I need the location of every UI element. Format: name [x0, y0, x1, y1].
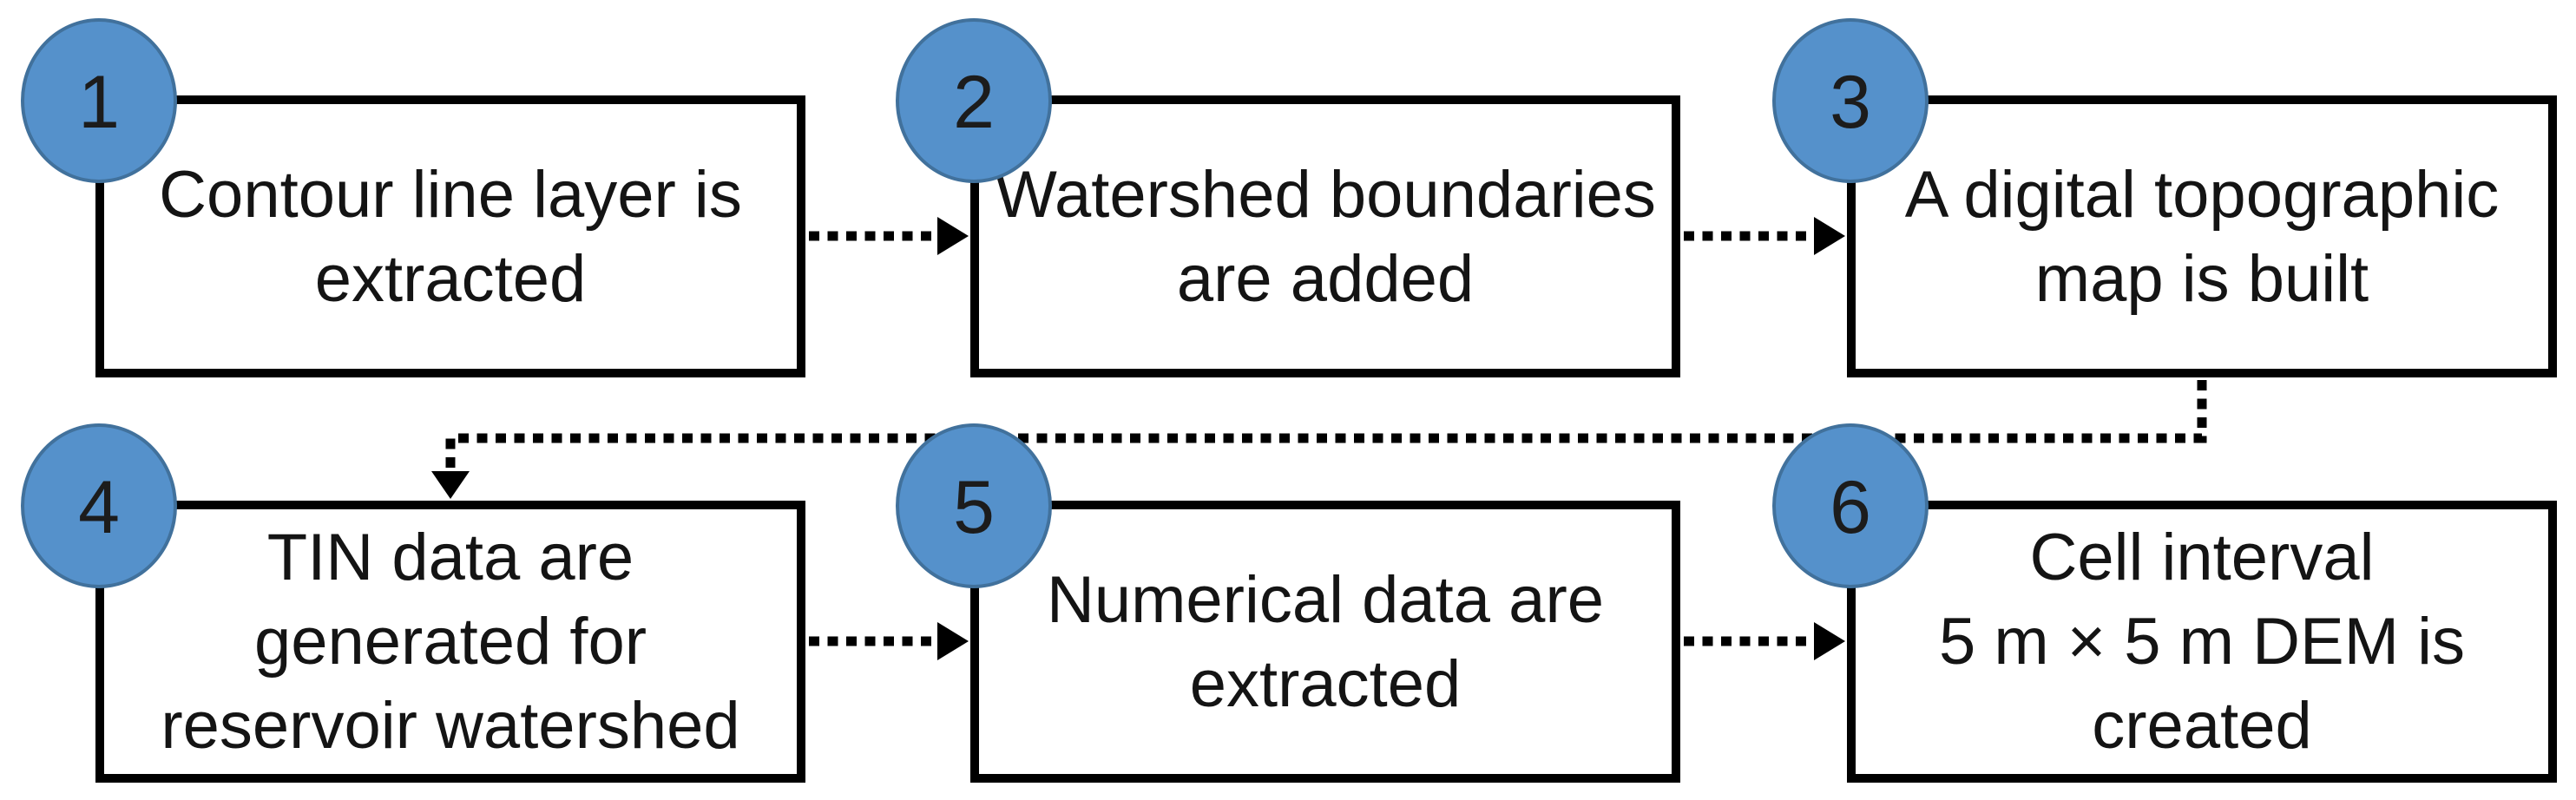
elbow-connector-3-4 [431, 380, 2207, 499]
step-number: 3 [1830, 61, 1871, 144]
flow-arrow-1-2 [809, 217, 969, 255]
step-box-4: TIN data are generated for reservoir wat… [95, 501, 805, 783]
flow-arrow-2-3 [1684, 217, 1845, 255]
step-1-text-line: extracted [314, 241, 587, 316]
arrowhead-right-icon [1814, 622, 1845, 660]
step-5-text-line: Numerical data are [1046, 562, 1605, 637]
step-6-text-line: created [2092, 689, 2312, 763]
step-6-text-line: 5 m × 5 m DEM is [1939, 605, 2465, 679]
step-1-text-line: Contour line layer is [159, 157, 742, 232]
step-4-text-line: reservoir watershed [161, 689, 740, 763]
arrowhead-right-icon [937, 217, 969, 255]
step-number: 6 [1830, 466, 1871, 549]
step-number: 1 [78, 61, 120, 144]
step-number-badge-6: 6 [1772, 423, 1929, 588]
step-4-text-line: generated for [253, 605, 647, 679]
step-box-1: Contour line layer is extracted [95, 95, 805, 377]
step-3-text-line: A digital topographic [1904, 157, 2500, 232]
step-5-text-line: extracted [1189, 646, 1462, 721]
step-number-badge-3: 3 [1772, 18, 1929, 183]
step-2-text-line: are added [1176, 241, 1475, 316]
flow-arrow-5-6 [1684, 622, 1845, 660]
step-4-text-line: TIN data are [266, 521, 634, 594]
arrowhead-right-icon [1814, 217, 1845, 255]
step-number: 4 [78, 466, 120, 549]
step-box-3: A digital topographic map is built [1847, 95, 2557, 377]
arrowhead-right-icon [937, 622, 969, 660]
step-number-badge-4: 4 [21, 423, 177, 588]
step-number-badge-1: 1 [21, 18, 177, 183]
step-6-text-line: Cell interval [2029, 521, 2375, 594]
step-box-5: Numerical data are extracted [970, 501, 1680, 783]
step-number-badge-5: 5 [896, 423, 1052, 588]
step-number: 5 [953, 466, 995, 549]
step-2-text-line: Watershed boundaries [995, 157, 1656, 232]
step-number-badge-2: 2 [896, 18, 1052, 183]
step-box-6: Cell interval 5 m × 5 m DEM is created [1847, 501, 2557, 783]
step-box-2: Watershed boundaries are added [970, 95, 1680, 377]
step-3-text-line: map is built [2034, 241, 2369, 316]
step-number: 2 [953, 61, 995, 144]
flow-arrow-4-5 [809, 622, 969, 660]
arrowhead-down-icon [431, 471, 470, 499]
